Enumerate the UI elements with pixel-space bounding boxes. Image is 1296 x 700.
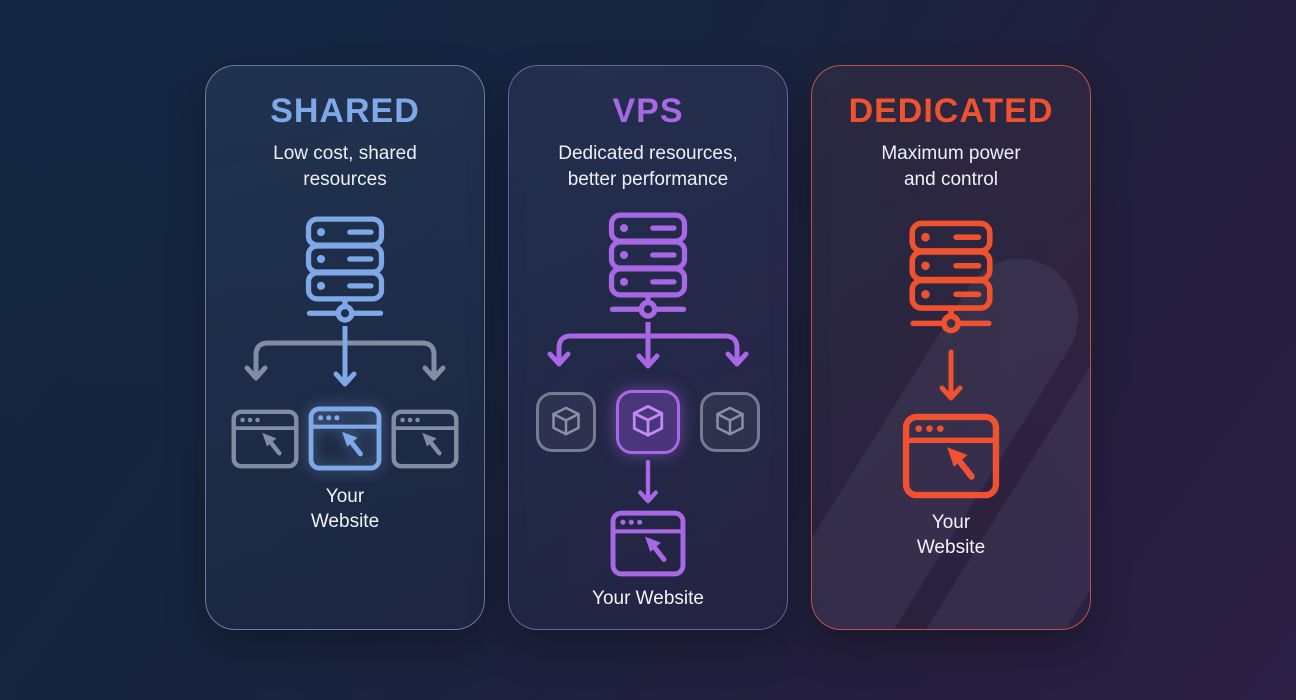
other-website-window-icon <box>231 409 299 469</box>
server-icon <box>900 220 1002 337</box>
arrow-down-icon <box>938 349 964 407</box>
shared-card-title: SHARED <box>270 92 420 130</box>
vps-card-title: VPS <box>612 92 684 130</box>
your-vps-cube-icon <box>616 390 680 455</box>
dedicated-card-title: DEDICATED <box>848 92 1054 130</box>
server-icon <box>297 216 393 326</box>
container-cube-icon <box>700 392 760 453</box>
arrow-down-icon <box>636 460 660 508</box>
your-website-window-icon <box>902 413 1000 499</box>
vps-containers-row <box>536 390 760 455</box>
your-website-window-icon <box>610 510 686 577</box>
vps-card-subtitle: Dedicated resources, better performance <box>558 143 738 190</box>
branch-arrows-icon <box>547 322 749 369</box>
your-website-label: Your Website <box>592 588 704 610</box>
server-icon <box>600 212 696 322</box>
your-website-label: Your Website <box>310 486 380 532</box>
shared-card-subtitle: Low cost, shared resources <box>273 143 417 190</box>
container-cube-icon <box>536 392 596 453</box>
shared-hosting-card: SHARED Low cost, shared resources Your W… <box>205 65 485 630</box>
dedicated-hosting-card: DEDICATED Maximum power and control Your… <box>811 65 1091 630</box>
vps-hosting-card: VPS Dedicated resources, better performa… <box>508 65 788 630</box>
dedicated-card-subtitle: Maximum power and control <box>881 143 1021 190</box>
shared-websites-row <box>231 406 459 471</box>
your-website-label: Your Website <box>916 512 986 558</box>
other-website-window-icon <box>391 409 459 469</box>
branch-arrows-icon <box>244 326 446 387</box>
your-website-window-icon <box>308 406 382 471</box>
